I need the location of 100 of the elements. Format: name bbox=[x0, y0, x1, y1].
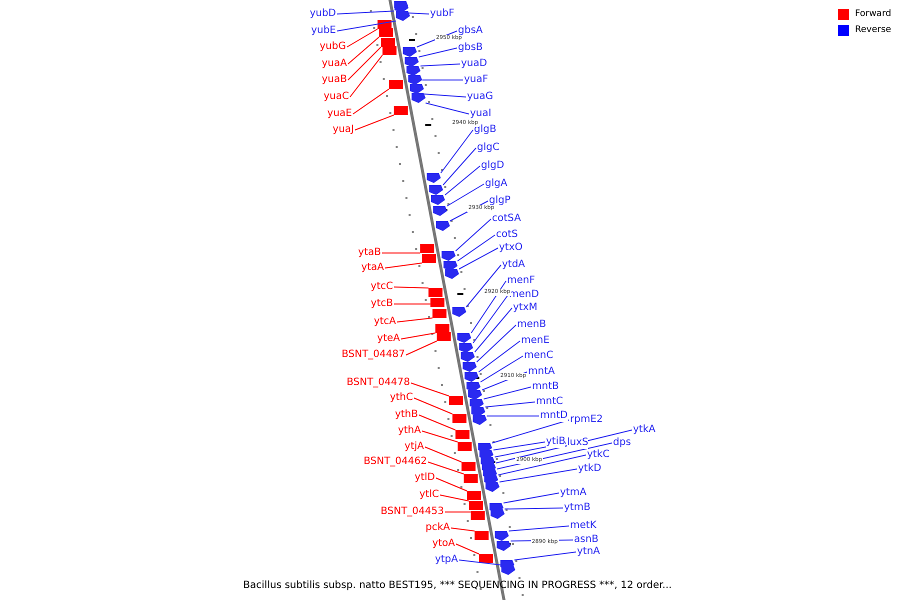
gene-block bbox=[496, 541, 511, 551]
gene-label: yubE bbox=[311, 25, 336, 37]
gene-block bbox=[430, 298, 444, 307]
gene-block bbox=[472, 415, 487, 425]
gene-block bbox=[479, 554, 494, 563]
leader-line bbox=[354, 114, 394, 130]
gene-block bbox=[500, 560, 514, 570]
gene-label: ytlC bbox=[419, 489, 439, 501]
gene-block bbox=[462, 462, 476, 471]
gene-block bbox=[396, 11, 410, 21]
gene-label: yuaC bbox=[324, 91, 349, 103]
legend-label: Forward bbox=[855, 8, 892, 21]
leader-line bbox=[492, 420, 570, 444]
gene-label: rpmE2 bbox=[570, 414, 603, 426]
gene-label: luxS bbox=[567, 437, 588, 449]
leader-line bbox=[474, 308, 512, 352]
gene-label: glgB bbox=[474, 124, 496, 136]
leader-line bbox=[350, 54, 383, 98]
leader-line bbox=[440, 130, 474, 174]
gene-block bbox=[490, 509, 505, 519]
gene-block bbox=[431, 195, 445, 205]
gene-block bbox=[445, 269, 460, 279]
leader-line bbox=[408, 12, 430, 14]
gene-block bbox=[444, 261, 458, 271]
gene-block bbox=[449, 396, 463, 405]
leader-line bbox=[410, 382, 450, 396]
leader-line bbox=[478, 340, 520, 372]
gene-block bbox=[458, 442, 472, 451]
gene-block bbox=[466, 382, 481, 392]
leader-line bbox=[457, 234, 496, 262]
gene-block bbox=[426, 173, 441, 183]
gene-label: yuaG bbox=[467, 91, 494, 103]
gene-label: ytjA bbox=[404, 441, 424, 453]
gene-label: gbsB bbox=[458, 42, 483, 54]
leader-line bbox=[495, 430, 632, 464]
gene-label: yuaB bbox=[322, 74, 347, 86]
gene-block bbox=[382, 46, 396, 55]
leader-line bbox=[420, 64, 460, 66]
gene-label: ytmB bbox=[564, 502, 590, 514]
leader-line bbox=[346, 28, 378, 48]
gene-block bbox=[394, 106, 408, 115]
gene-block bbox=[464, 372, 479, 382]
leader-line bbox=[458, 560, 502, 566]
gene-label: glgP bbox=[489, 195, 511, 207]
gene-block bbox=[457, 333, 472, 343]
gene-label: yuaF bbox=[464, 74, 488, 86]
gene-block bbox=[494, 531, 509, 541]
leader-line bbox=[424, 446, 462, 462]
gene-block bbox=[436, 221, 450, 231]
gene-block bbox=[412, 93, 426, 103]
leader-line bbox=[406, 340, 438, 356]
gene-block bbox=[435, 324, 450, 333]
gene-block bbox=[455, 430, 470, 439]
gene-block bbox=[474, 531, 489, 540]
gene-block bbox=[432, 309, 446, 318]
leader-line bbox=[492, 442, 546, 450]
leader-line bbox=[446, 184, 484, 206]
gene-block bbox=[388, 80, 403, 89]
gene-label: yubF bbox=[430, 8, 454, 20]
gene-block bbox=[467, 491, 482, 500]
gene-label: ythA bbox=[398, 425, 421, 437]
leader-line bbox=[499, 468, 578, 482]
gene-block bbox=[379, 28, 394, 37]
leader-line bbox=[440, 494, 470, 502]
leader-line bbox=[422, 430, 458, 442]
gene-block bbox=[486, 482, 500, 492]
gene-block bbox=[380, 38, 395, 47]
leader-line bbox=[442, 148, 476, 186]
leader-line bbox=[472, 294, 508, 344]
leader-line bbox=[466, 264, 502, 308]
gene-label: ytcC bbox=[370, 281, 393, 293]
gene-label: ytiB bbox=[546, 436, 566, 448]
leader-line bbox=[444, 166, 480, 196]
gene-label: BSNT_04487 bbox=[342, 349, 405, 361]
leader-line bbox=[455, 218, 492, 252]
gene-block bbox=[460, 352, 475, 362]
leader-line bbox=[508, 526, 570, 532]
gene-label: glgD bbox=[481, 160, 504, 172]
leader-line bbox=[458, 248, 498, 270]
leader-line bbox=[336, 20, 397, 32]
gene-block bbox=[408, 75, 422, 85]
leader-line bbox=[425, 102, 470, 114]
gene-label: BSNT_04462 bbox=[364, 456, 427, 468]
leader-line bbox=[494, 442, 566, 458]
leader-line bbox=[384, 262, 423, 268]
gene-label: yubD bbox=[310, 8, 336, 20]
gene-label: ythB bbox=[394, 409, 418, 421]
gene-label: dps bbox=[613, 437, 631, 449]
gene-block bbox=[468, 390, 482, 400]
leader-line bbox=[400, 332, 436, 340]
gene-label: yubG bbox=[320, 41, 346, 53]
leader-line bbox=[480, 356, 524, 382]
leader-line bbox=[348, 46, 382, 80]
gene-block bbox=[470, 511, 485, 520]
gene-block bbox=[468, 501, 483, 510]
leader-line bbox=[423, 94, 466, 98]
gene-label: ytlD bbox=[414, 472, 435, 484]
gene-label: ytkC bbox=[587, 449, 610, 461]
gene-block bbox=[404, 57, 419, 67]
leader-line bbox=[396, 318, 433, 322]
